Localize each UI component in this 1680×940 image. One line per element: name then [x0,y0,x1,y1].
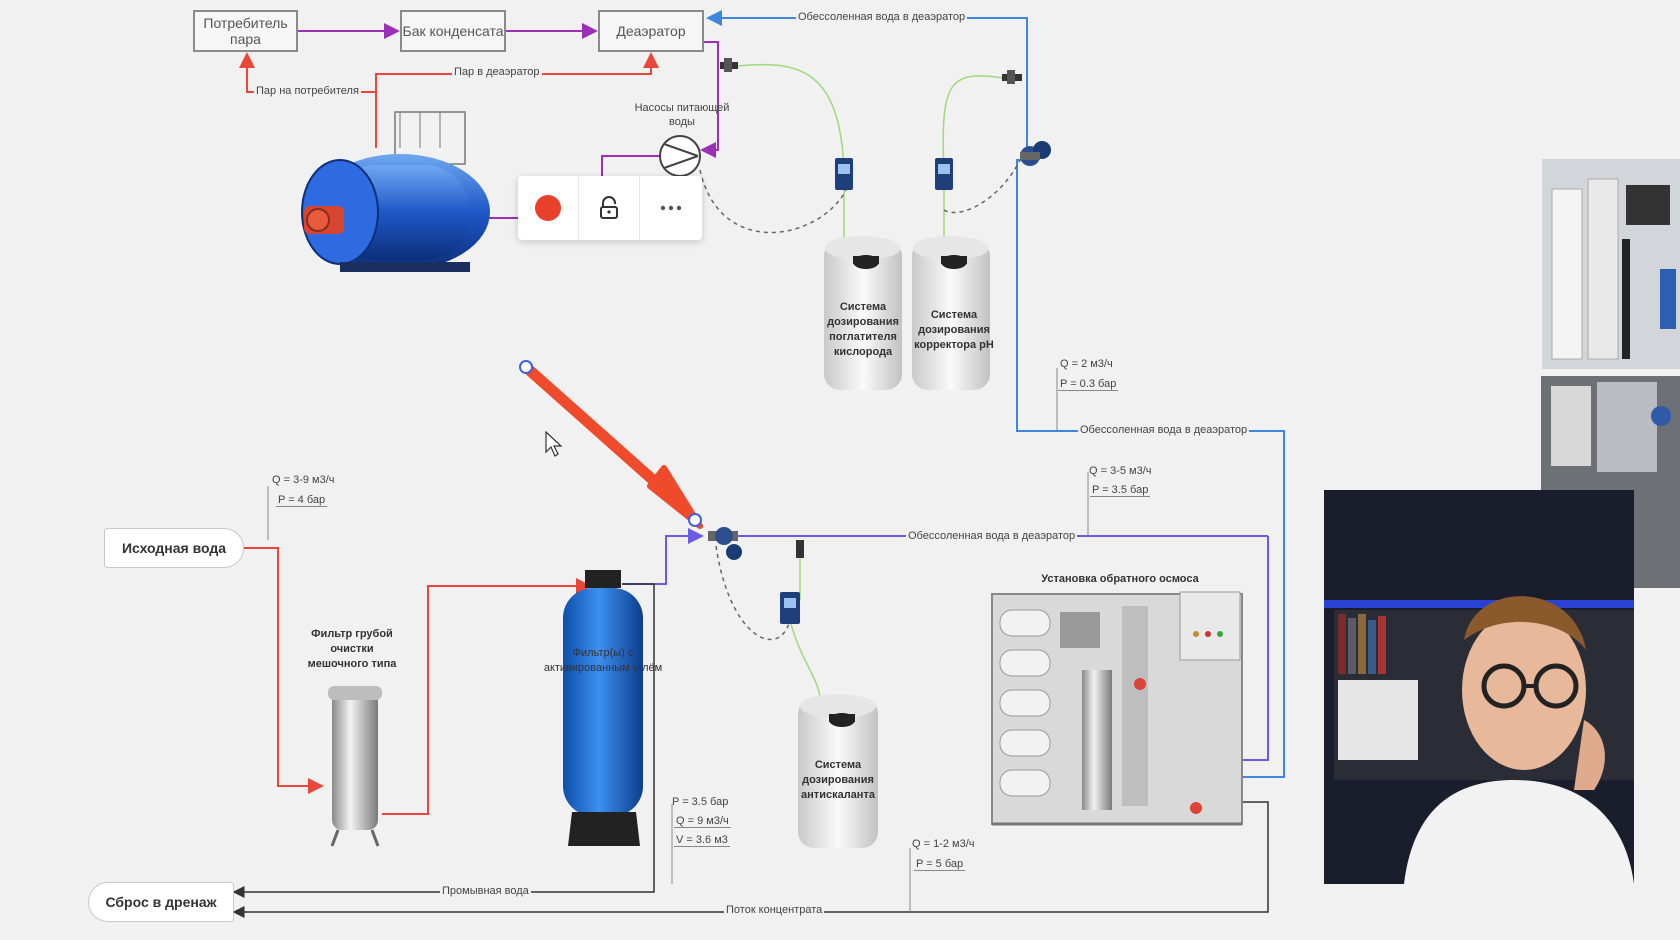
more-icon [660,205,681,211]
raw-water-node[interactable]: Исходная вода [104,528,244,568]
param-ro-out-q: Q = 2 м3/ч [1060,358,1113,370]
lock-icon [600,196,618,219]
bag-filter-icon [328,686,382,847]
webcam-video [1324,490,1634,884]
more-options-button[interactable] [640,176,701,240]
param-carbon-p: P = 3.5 бар [672,796,729,808]
carbon-filter-icon [563,570,643,846]
carbon-filter-label: Фильтр(ы) с активированным углём [543,647,663,674]
deaerator-box[interactable]: Деаэратор [598,10,704,52]
injection-point-icon [1002,70,1022,84]
reverse-osmosis-unit-icon [991,591,1243,826]
param-ro-in-q: Q = 3-5 м3/ч [1089,465,1152,477]
dosing-pump-icon [835,158,853,190]
record-icon [535,195,561,221]
param-raw-q: Q = 3-9 м3/ч [272,474,335,486]
param-concentrate-p: P = 5 бар [914,858,966,871]
dosing-pump-icon [935,158,953,190]
flow-label: Поток концентрата [724,904,825,916]
condensate-tank-box[interactable]: Бак конденсата [400,10,506,52]
annotation-arrow-icon[interactable] [519,360,703,529]
injection-point-icon [720,58,738,72]
feed-pump-icon [659,135,701,177]
ph-dosing-tank-icon [912,236,990,390]
steam-boiler-icon [301,111,490,272]
flow-label: Пар на потребителя [254,85,361,97]
ph-dosing-label: Система дозирования корректора pH [914,309,994,351]
dosing-pump-icon [780,592,800,624]
ro-photo-1 [1542,159,1680,369]
ro-unit-label: Установка обратного осмоса [1041,573,1199,585]
param-carbon-v: V = 3.6 м3 [674,834,730,847]
flowmeter-icon [708,527,742,560]
flow-label: Пар в деаэратор [452,66,542,78]
param-carbon-q: Q = 9 м3/ч [674,815,731,828]
feed-pumps-label: Насосы питающей воды [634,102,730,128]
param-raw-p: P = 4 бар [276,494,328,507]
flow-label: Обессоленная вода в деаэратор [906,530,1078,542]
param-ro-out-p: P = 0.3 бар [1058,378,1119,391]
param-concentrate-q: Q = 1-2 м3/ч [912,838,975,850]
floating-toolbar [518,176,702,240]
record-button[interactable] [518,176,579,240]
flow-label: Обессоленная вода в деаэратор [1078,424,1250,436]
antiscalant-tank-icon [798,694,878,848]
oxygen-dosing-tank-icon [824,236,902,390]
steam-consumer-box[interactable]: Потребитель пара [193,10,298,52]
injection-point-icon [796,540,804,558]
flowmeter-icon [1020,141,1051,166]
cursor-icon [545,430,563,457]
flow-label: Промывная вода [440,885,531,897]
lock-button[interactable] [579,176,640,240]
coarse-filter-label: Фильтр грубой очистки мешочного типа [307,628,397,670]
antiscalant-dosing-label: Система дозирования антискаланта [801,759,875,801]
drain-node[interactable]: Сброс в дренаж [88,882,234,922]
flow-label: Обессоленная вода в деаэратор [796,11,968,23]
oxygen-dosing-label: Система дозирования поглатителя кислород… [827,301,899,358]
param-ro-in-p: P = 3.5 бар [1090,484,1151,497]
